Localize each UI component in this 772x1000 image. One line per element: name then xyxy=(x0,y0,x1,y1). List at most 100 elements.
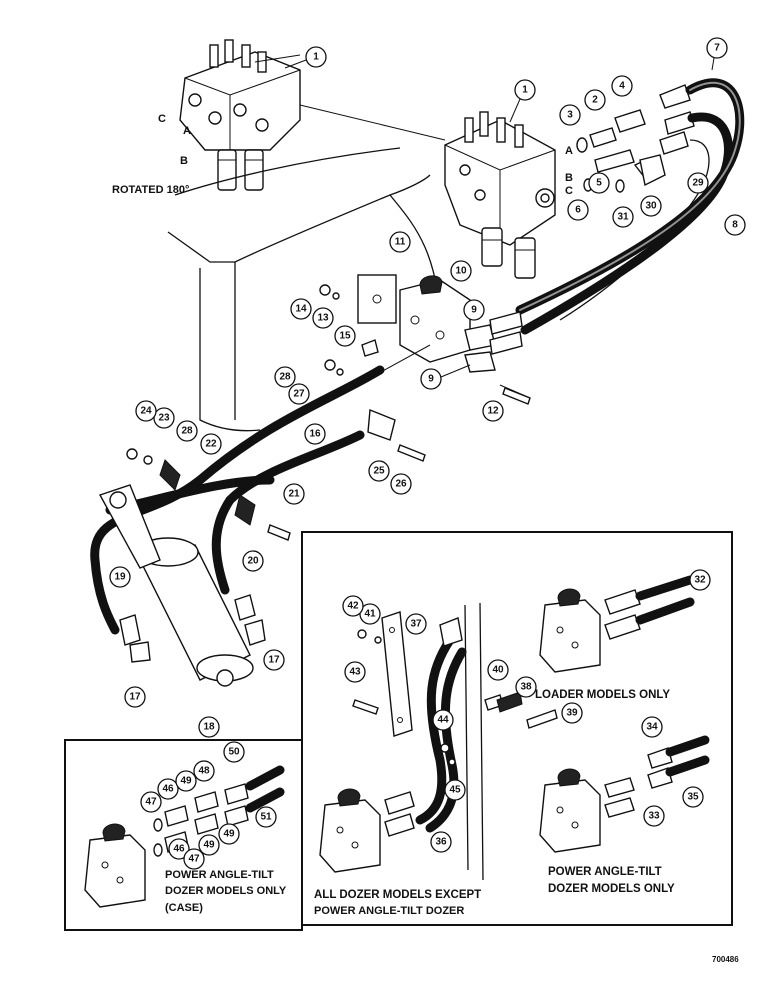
flow-valve-assembly xyxy=(319,274,531,462)
callout-43: 43 xyxy=(344,661,366,683)
callout-37: 37 xyxy=(405,613,427,635)
svg-text:27: 27 xyxy=(293,389,305,400)
svg-text:7: 7 xyxy=(714,43,720,54)
svg-text:34: 34 xyxy=(646,722,658,733)
callout-8: 8 xyxy=(724,214,746,236)
svg-text:16: 16 xyxy=(309,429,321,440)
callout-14: 14 xyxy=(290,298,312,320)
callout-50: 50 xyxy=(223,741,245,763)
callout-10: 10 xyxy=(450,260,472,282)
callout-22: 22 xyxy=(200,433,222,455)
callout-6: 6 xyxy=(567,199,589,221)
callout-33: 33 xyxy=(643,805,665,827)
svg-text:45: 45 xyxy=(449,785,461,796)
pat-left-label-3: (CASE) xyxy=(165,902,203,914)
svg-text:40: 40 xyxy=(492,665,504,676)
callout-26: 26 xyxy=(390,473,412,495)
callout-38: 38 xyxy=(515,676,537,698)
callout-28b: 28 xyxy=(176,420,198,442)
callout-9a: 9 xyxy=(463,299,485,321)
all-dozer-valve-group xyxy=(319,602,558,881)
inset-pat-case-box xyxy=(64,739,303,931)
callout-17b: 17 xyxy=(124,686,146,708)
svg-text:46: 46 xyxy=(173,844,185,855)
port-b-label-left: B xyxy=(180,155,188,167)
callout-46a: 46 xyxy=(157,778,179,800)
callout-44: 44 xyxy=(432,709,454,731)
svg-text:49: 49 xyxy=(203,840,215,851)
all-dozer-label-1: ALL DOZER MODELS EXCEPT xyxy=(314,889,481,901)
svg-text:39: 39 xyxy=(566,708,578,719)
control-valve-rotated xyxy=(179,39,301,191)
svg-text:15: 15 xyxy=(339,331,351,342)
callout-17a: 17 xyxy=(263,649,285,671)
callout-48: 48 xyxy=(193,760,215,782)
svg-text:43: 43 xyxy=(349,667,361,678)
callout-31: 31 xyxy=(612,206,634,228)
callout-1b: 1 xyxy=(514,79,536,101)
svg-text:1: 1 xyxy=(522,85,528,96)
callout-40: 40 xyxy=(487,659,509,681)
callout-19: 19 xyxy=(109,566,131,588)
svg-text:50: 50 xyxy=(228,747,240,758)
callout-13: 13 xyxy=(312,307,334,329)
port-c-label-left: C xyxy=(158,113,166,125)
pat-right-label-1: POWER ANGLE-TILT xyxy=(548,866,662,878)
svg-text:18: 18 xyxy=(203,722,215,733)
svg-text:36: 36 xyxy=(435,837,447,848)
callout-7: 7 xyxy=(706,37,728,59)
svg-text:13: 13 xyxy=(317,313,329,324)
callout-5: 5 xyxy=(588,172,610,194)
loader-only-label: LOADER MODELS ONLY xyxy=(535,689,670,701)
svg-text:20: 20 xyxy=(247,556,259,567)
callout-9b: 9 xyxy=(420,368,442,390)
rotated-label: ROTATED 180° xyxy=(112,184,189,196)
callout-47a: 47 xyxy=(140,791,162,813)
svg-text:49: 49 xyxy=(223,829,235,840)
callout-4: 4 xyxy=(611,75,633,97)
svg-text:19: 19 xyxy=(114,572,126,583)
callout-12: 12 xyxy=(482,400,504,422)
pat-right-valve-group xyxy=(539,735,710,853)
svg-text:12: 12 xyxy=(487,406,499,417)
svg-text:21: 21 xyxy=(288,489,300,500)
callout-1a: 1 xyxy=(305,46,327,68)
callout-49a: 49 xyxy=(175,770,197,792)
all-dozer-label-2: POWER ANGLE-TILT DOZER xyxy=(314,905,464,917)
svg-text:51: 51 xyxy=(260,812,272,823)
callout-25: 25 xyxy=(368,460,390,482)
svg-text:48: 48 xyxy=(198,766,210,777)
svg-text:14: 14 xyxy=(295,304,307,315)
callout-42: 42 xyxy=(342,595,364,617)
svg-text:47: 47 xyxy=(145,797,157,808)
callout-49c: 49 xyxy=(198,834,220,856)
callout-20: 20 xyxy=(242,550,264,572)
svg-text:1: 1 xyxy=(313,52,319,63)
callout-32: 32 xyxy=(689,569,711,591)
svg-text:29: 29 xyxy=(692,178,704,189)
svg-text:9: 9 xyxy=(471,305,477,316)
loader-valve-group xyxy=(539,575,695,673)
callout-29: 29 xyxy=(687,172,709,194)
svg-text:32: 32 xyxy=(694,575,706,586)
pat-left-label-2: DOZER MODELS ONLY xyxy=(165,885,287,897)
callout-28a: 28 xyxy=(274,366,296,388)
figure-code: 700486 xyxy=(712,955,739,964)
callout-27: 27 xyxy=(288,383,310,405)
callout-45: 45 xyxy=(444,779,466,801)
svg-text:9: 9 xyxy=(428,374,434,385)
callout-16: 16 xyxy=(304,423,326,445)
callout-11: 11 xyxy=(389,231,411,253)
svg-text:37: 37 xyxy=(410,619,422,630)
svg-text:2: 2 xyxy=(592,95,598,106)
callout-35: 35 xyxy=(682,786,704,808)
svg-text:46: 46 xyxy=(162,784,174,795)
callout-49b: 49 xyxy=(218,823,240,845)
valve-fittings xyxy=(576,84,695,193)
svg-text:11: 11 xyxy=(395,237,406,248)
hose-clamps xyxy=(126,448,291,541)
callout-3: 3 xyxy=(559,104,581,126)
callout-46b: 46 xyxy=(168,838,190,860)
main-control-valve xyxy=(299,104,556,279)
svg-text:38: 38 xyxy=(520,682,532,693)
